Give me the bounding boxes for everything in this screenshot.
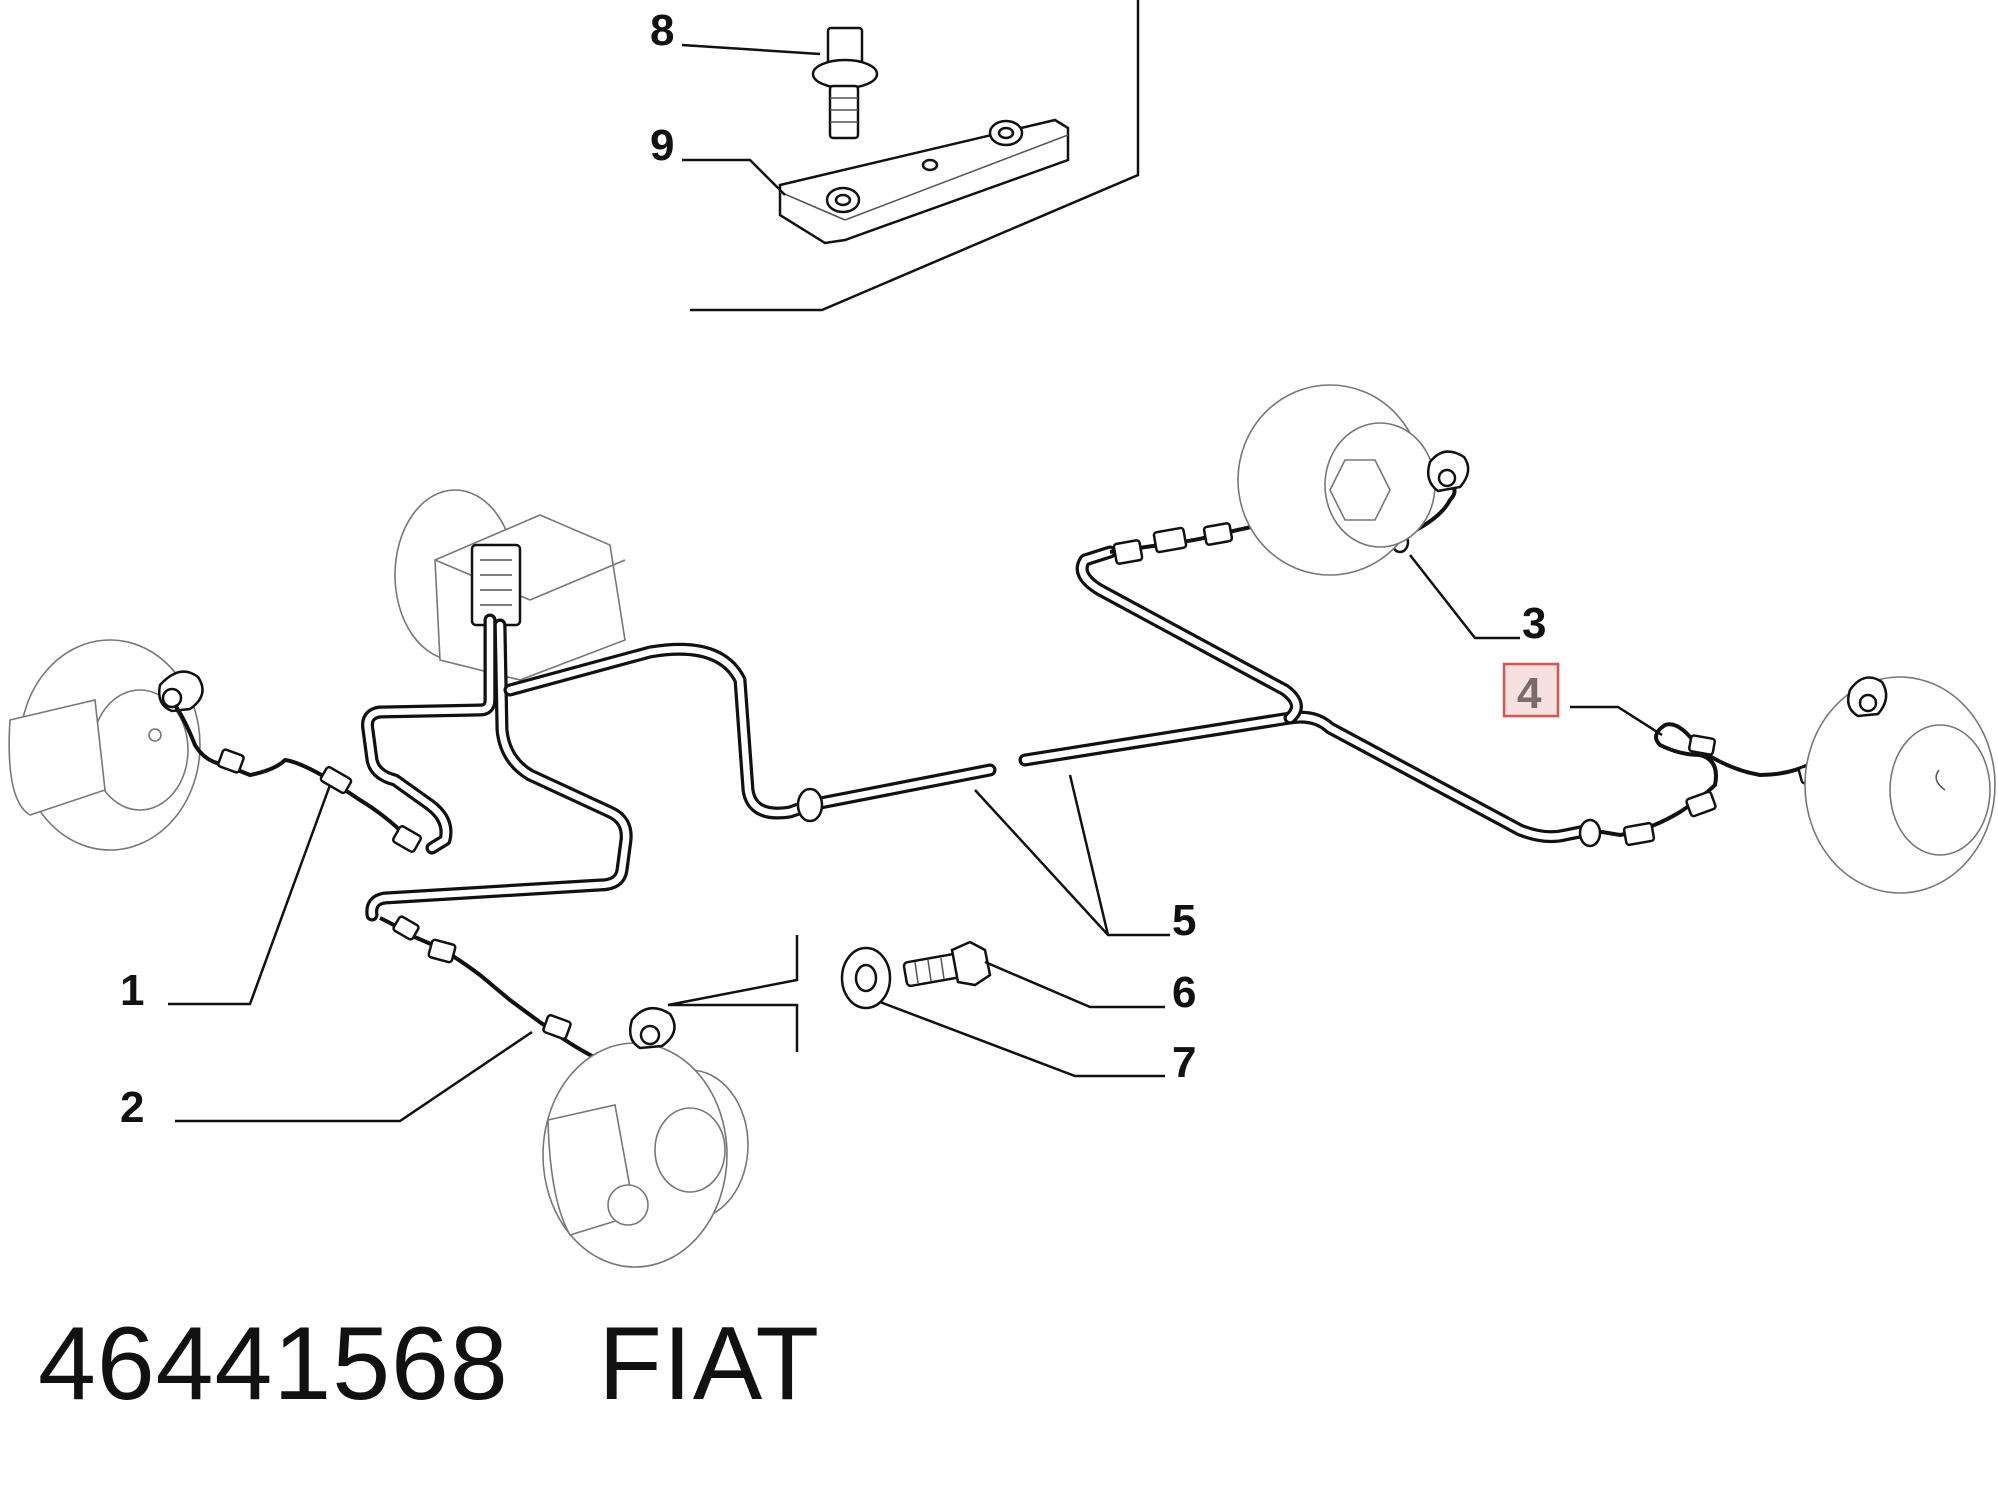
brake-pipes [361,545,1597,922]
callout-9: 9 [650,121,674,170]
front-right-brake [542,1007,749,1268]
footer-caption: 46441568 FIAT [38,1305,820,1424]
callout-7: 7 [1172,1038,1196,1087]
abs-unit [394,489,626,681]
callout-6: 6 [1172,968,1196,1017]
callout-4: 4 [1517,669,1542,718]
leader-lines [168,43,1663,1123]
callout-5: 5 [1172,896,1196,945]
callouts: 8 9 1 2 3 4 5 6 7 [120,6,1560,1132]
bracket-detail [690,0,1140,312]
front-left-brake [8,639,204,851]
callout-1: 1 [120,966,144,1015]
callout-3: 3 [1522,599,1546,648]
callout-2: 2 [120,1083,144,1132]
callout-4-highlight [1502,662,1560,718]
part-number: 46441568 [38,1306,509,1422]
rear-right-drum [1237,384,1470,576]
callout-8: 8 [650,6,674,55]
rear-left-drum [1804,676,1996,894]
brand-name: FIAT [598,1306,821,1422]
bolt-washer [667,935,992,1052]
